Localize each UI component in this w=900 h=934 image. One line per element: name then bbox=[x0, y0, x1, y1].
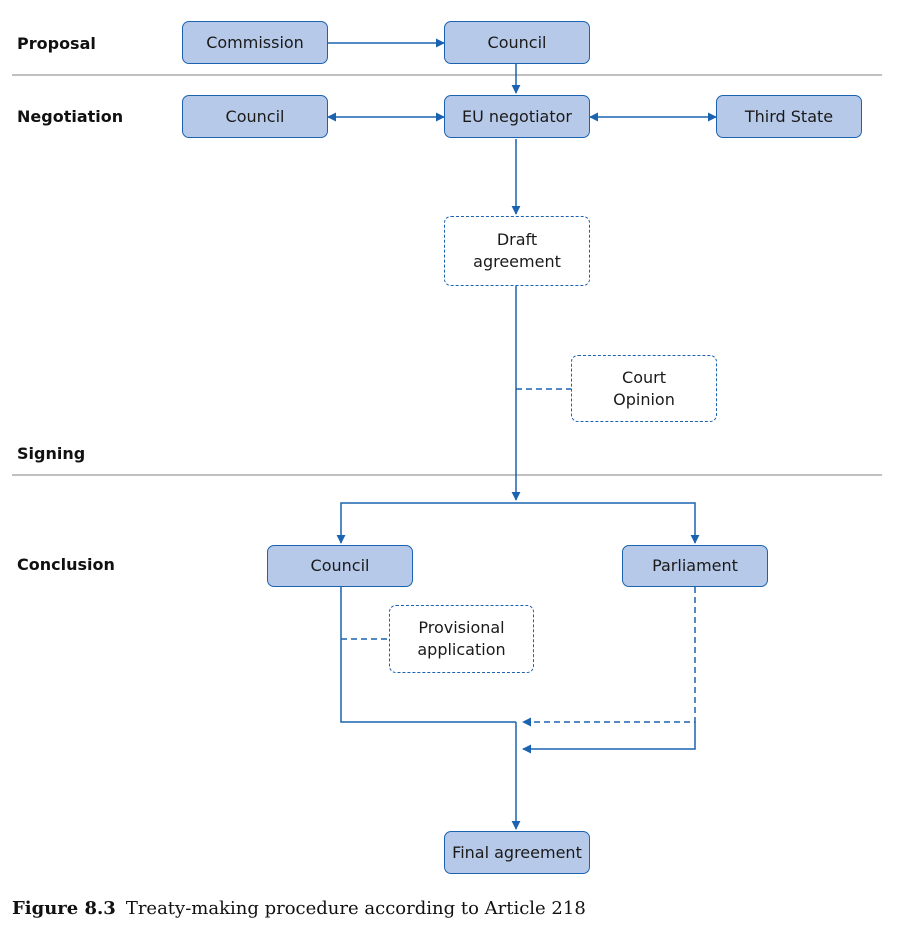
stage-label-proposal: Proposal bbox=[17, 34, 96, 53]
council-negotiation-label: Council bbox=[225, 106, 285, 126]
council-conclusion-box: Council bbox=[267, 545, 413, 587]
council-conclusion-label: Council bbox=[310, 556, 370, 575]
court-opinion-box: Court Opinion bbox=[571, 355, 717, 422]
provisional-application-line1: Provisional bbox=[418, 618, 505, 637]
council-proposal-label: Council bbox=[487, 32, 547, 52]
parliament-label: Parliament bbox=[652, 556, 738, 575]
stage-label-negotiation: Negotiation bbox=[17, 107, 124, 126]
figure-caption: Figure 8.3 Treaty-making procedure accord… bbox=[12, 898, 586, 919]
commission-label: Commission bbox=[206, 32, 304, 52]
arrow-split-to-parliament bbox=[516, 502, 700, 544]
council-negotiation-box: Council bbox=[182, 95, 328, 138]
line-council-to-final bbox=[340, 587, 516, 723]
council-proposal-box: Council bbox=[444, 21, 590, 64]
final-agreement-box: Final agreement bbox=[444, 831, 590, 874]
parliament-box: Parliament bbox=[622, 545, 768, 587]
figure-caption-text: Treaty-making procedure according to Art… bbox=[125, 898, 586, 919]
draft-agreement-line2: agreement bbox=[473, 252, 561, 271]
eu-negotiator-label: EU negotiator bbox=[462, 106, 572, 126]
third-state-box: Third State bbox=[716, 95, 862, 138]
arrow-parliament-solid bbox=[522, 722, 696, 754]
third-state-label: Third State bbox=[744, 106, 834, 126]
court-opinion-line1: Court bbox=[622, 367, 666, 387]
provisional-application-box: Provisional application bbox=[389, 605, 534, 673]
stage-label-signing: Signing bbox=[17, 444, 86, 463]
eu-negotiator-box: EU negotiator bbox=[444, 95, 590, 138]
provisional-application-line2: application bbox=[417, 640, 506, 659]
arrow-split-to-council bbox=[336, 502, 516, 544]
draft-agreement-line1: Draft bbox=[496, 230, 538, 249]
arrow-parliament-dashed bbox=[522, 587, 696, 727]
final-agreement-label: Final agreement bbox=[452, 842, 582, 862]
draft-agreement-box: Draft agreement bbox=[444, 216, 590, 286]
figure-number: Figure 8.3 bbox=[12, 898, 116, 919]
court-opinion-line2: Opinion bbox=[613, 389, 675, 409]
commission-box: Commission bbox=[182, 21, 328, 64]
stage-label-conclusion: Conclusion bbox=[17, 555, 115, 574]
